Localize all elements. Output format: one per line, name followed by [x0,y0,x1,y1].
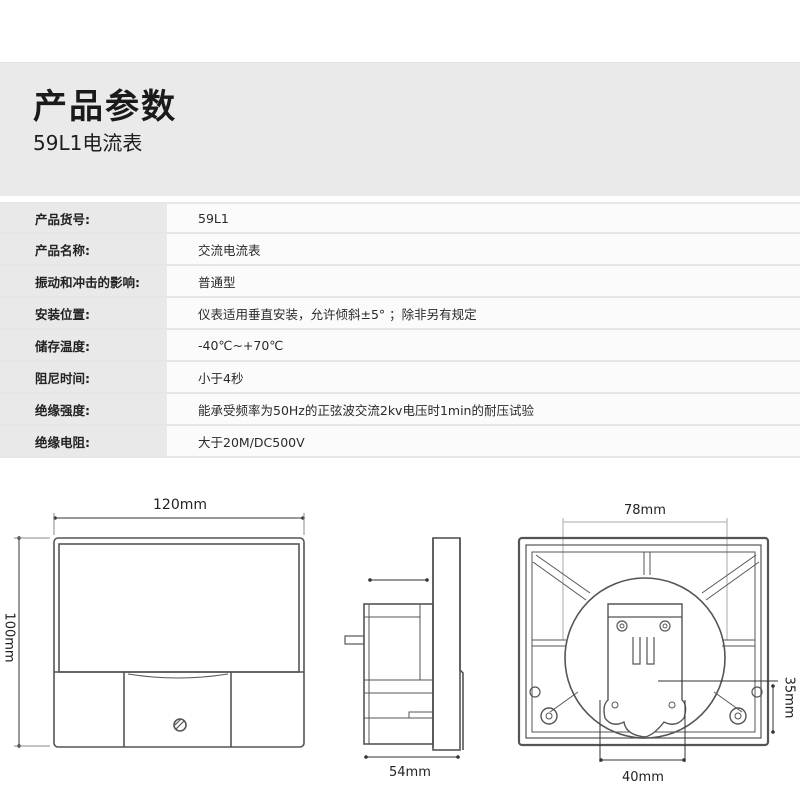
front-height-label: 100mm [1,612,17,663]
spec-row: 绝缘强度: 能承受频率为50Hz的正弦波交流2kv电压时1min的耐压试验 [0,394,800,426]
spec-row: 阻尼时间: 小于4秒 [0,362,800,394]
page-title: 产品参数 [33,87,177,127]
back-bracket-width-label: 40mm [622,770,664,785]
spec-value: 普通型 [167,266,800,296]
spec-label: 产品货号: [0,204,167,232]
spec-value: 仪表适用垂直安装，允许倾斜±5° ；除非另有规定 [167,298,800,328]
page-header: 产品参数 59L1电流表 [0,62,800,196]
spec-row: 产品名称: 交流电流表 [0,234,800,266]
spec-value: 小于4秒 [167,362,800,392]
side-depth-label: 54mm [389,765,431,780]
spec-row: 安装位置: 仪表适用垂直安装，允许倾斜±5° ；除非另有规定 [0,298,800,330]
spec-label: 绝缘电阻: [0,426,167,456]
spec-row: 绝缘电阻: 大于20M/DC500V [0,426,800,458]
front-width-label: 120mm [153,497,207,513]
dimension-drawings: 120mm 100mm 54mm 78mm 40mm 35mm [0,480,800,800]
spec-value: -40℃~+70℃ [167,330,800,360]
spec-label: 储存温度: [0,330,167,360]
spec-label: 产品名称: [0,234,167,264]
back-bracket-offset-label: 35mm [781,676,797,719]
spec-value: 大于20M/DC500V [167,426,800,456]
spec-row: 储存温度: -40℃~+70℃ [0,330,800,362]
spec-row: 振动和冲击的影响: 普通型 [0,266,800,298]
spec-label: 振动和冲击的影响: [0,266,167,296]
spec-label: 安装位置: [0,298,167,328]
technical-drawing-icon [14,513,778,762]
spec-value: 能承受频率为50Hz的正弦波交流2kv电压时1min的耐压试验 [167,394,800,424]
spec-label: 阻尼时间: [0,362,167,392]
spec-value: 交流电流表 [167,234,800,264]
product-subtitle: 59L1电流表 [33,131,143,155]
spec-table: 产品货号: 59L1 产品名称: 交流电流表 振动和冲击的影响: 普通型 安装位… [0,202,800,458]
spec-value: 59L1 [167,204,800,232]
spec-label: 绝缘强度: [0,394,167,424]
back-hole-span-label: 78mm [624,503,666,518]
spec-row: 产品货号: 59L1 [0,202,800,234]
